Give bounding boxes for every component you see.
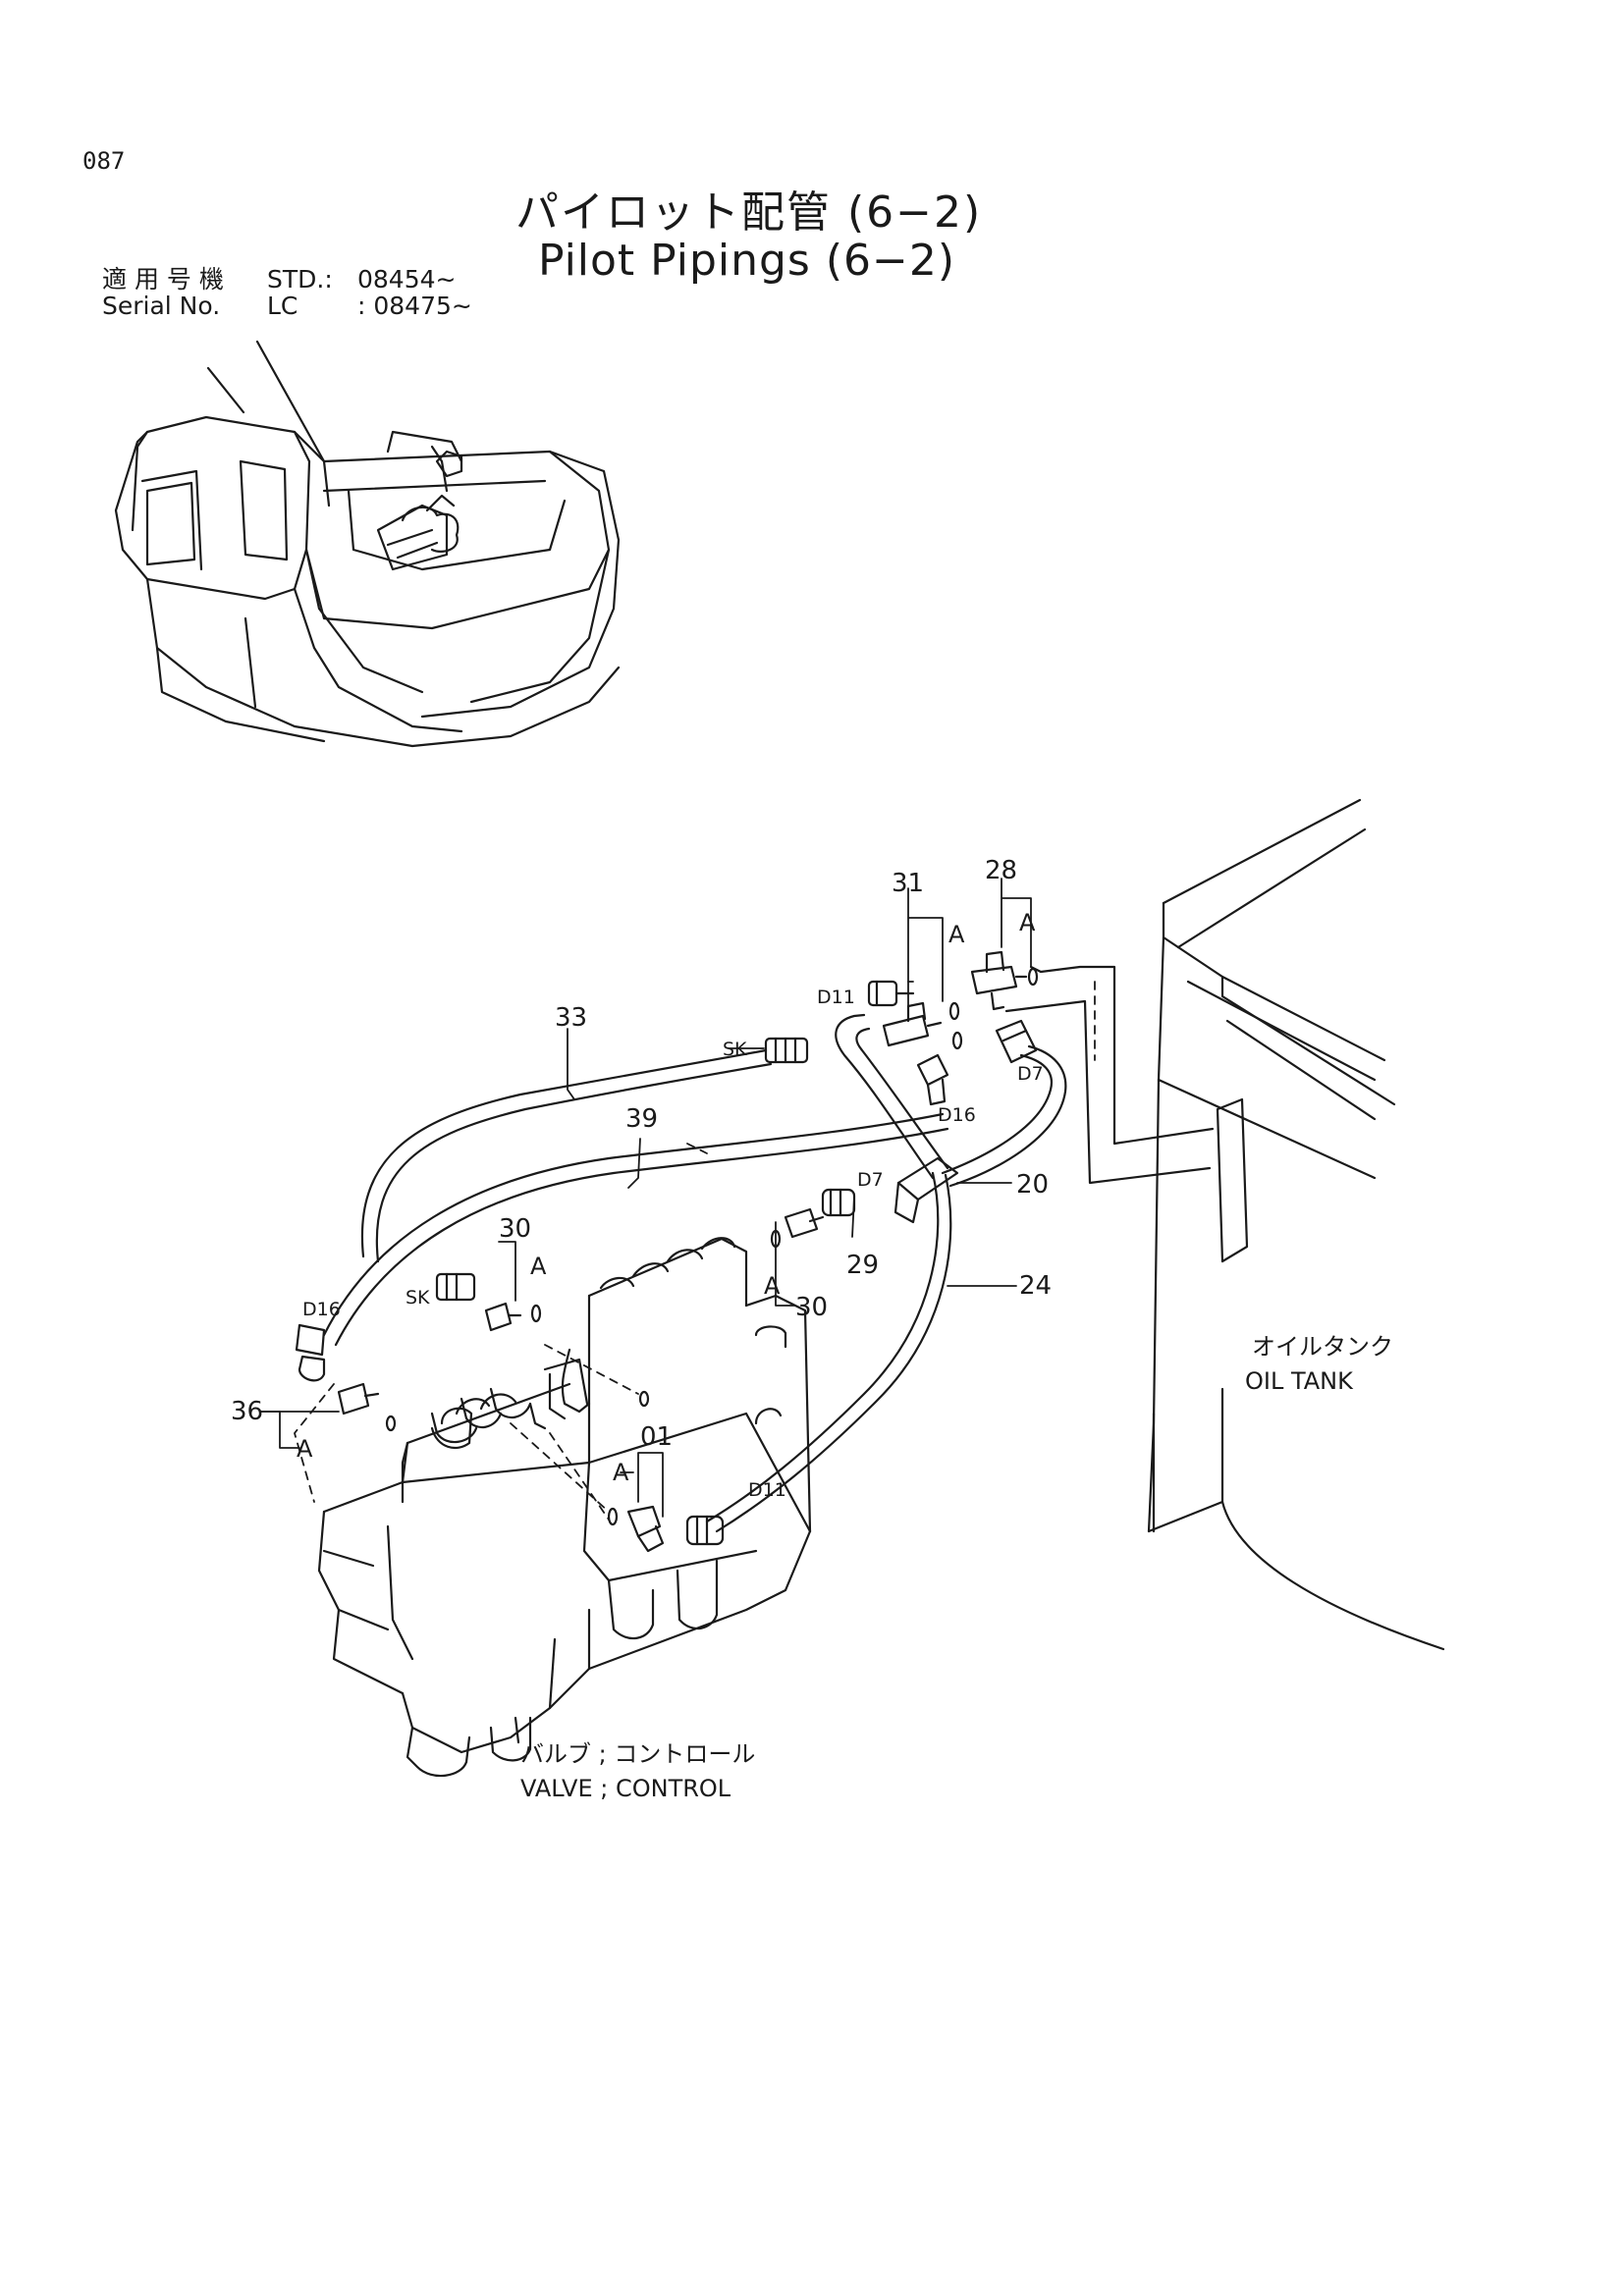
marker-a-31: A	[948, 921, 965, 948]
fitting-36	[337, 1382, 380, 1415]
serial-label-english: Serial No.	[102, 292, 221, 320]
marker-d7-mid: D7	[857, 1169, 884, 1191]
fitting-28-tee	[970, 950, 1028, 1011]
serial-label-japanese: 適 用 号 機	[102, 265, 224, 294]
serial-row-lc: Serial No. LC : 08475∼	[102, 292, 472, 320]
fitting-d11-top	[867, 980, 915, 1007]
callout-31: 31	[892, 869, 924, 898]
control-valve	[317, 1237, 812, 1778]
serial-row-std: 適 用 号 機 STD.: 08454∼	[102, 260, 456, 295]
tank-tubes	[1004, 965, 1215, 1185]
oil-tank-label-en: OIL TANK	[1245, 1367, 1354, 1395]
leader-lines	[259, 878, 1032, 1518]
hidden-lines	[294, 981, 1096, 1521]
fitting-d16-top	[916, 1053, 949, 1106]
oil-tank-label-ja: オイルタンク	[1252, 1333, 1393, 1361]
callout-39: 39	[625, 1104, 658, 1134]
excavator-overview-sketch	[114, 340, 621, 748]
marker-d11-bottom: D11	[748, 1479, 786, 1501]
diagram-labels: 33 39 31 28 20 24 29 30 30 36 01 A A A A…	[231, 856, 1393, 1802]
marker-d16-top: D16	[938, 1104, 976, 1126]
fitting-d11-bottom	[685, 1515, 725, 1546]
hose-20	[835, 1013, 1067, 1188]
fitting-29	[784, 1207, 825, 1239]
callout-30-left: 30	[499, 1214, 531, 1244]
callout-20: 20	[1016, 1170, 1049, 1200]
marker-d16-left: D16	[302, 1299, 341, 1320]
hose-33	[360, 1048, 773, 1263]
lc-code: LC	[267, 292, 298, 320]
marker-d11-top: D11	[817, 987, 855, 1008]
std-value: 08454∼	[357, 265, 457, 294]
fitting-31-tee	[882, 1001, 943, 1047]
callout-30-right: 30	[795, 1293, 828, 1322]
marker-a-30-left: A	[530, 1253, 547, 1280]
callout-28: 28	[985, 856, 1017, 885]
marker-a-30-right: A	[764, 1272, 781, 1300]
callout-36: 36	[231, 1397, 263, 1426]
hose-clamp-20	[893, 1156, 959, 1224]
o-rings	[385, 967, 1039, 1526]
fitting-sk-top	[764, 1037, 809, 1064]
callout-24: 24	[1019, 1271, 1052, 1301]
marker-sk-top: SK	[723, 1039, 747, 1060]
page-number: 087	[82, 147, 126, 175]
marker-sk-left: SK	[406, 1287, 430, 1308]
fitting-sk-left	[435, 1272, 476, 1302]
callout-01: 01	[640, 1422, 673, 1452]
lc-value: : 08475∼	[357, 292, 472, 320]
fitting-d7-top	[995, 1019, 1038, 1064]
title-english: Pilot Pipings (6−2)	[538, 236, 956, 286]
std-code: STD.:	[267, 265, 333, 294]
title-japanese: パイロット配管 (6−2)	[515, 187, 983, 238]
hose-39	[322, 1112, 949, 1347]
callout-33: 33	[555, 1003, 587, 1033]
callout-29: 29	[846, 1251, 879, 1280]
marker-d7-top: D7	[1017, 1063, 1044, 1085]
marker-a-36: A	[297, 1435, 313, 1463]
oil-tank-outline	[1147, 798, 1445, 1651]
fitting-d7-mid	[821, 1188, 856, 1217]
marker-a-28: A	[1019, 909, 1036, 936]
marker-a-01: A	[613, 1459, 629, 1486]
valve-label-ja: バルブ ; コントロール	[520, 1740, 755, 1768]
fitting-30-left	[484, 1302, 522, 1332]
fitting-01	[626, 1505, 665, 1553]
hose-24	[705, 1171, 952, 1533]
fitting-d16-left	[295, 1323, 326, 1382]
valve-label-en: VALVE ; CONTROL	[520, 1775, 731, 1802]
